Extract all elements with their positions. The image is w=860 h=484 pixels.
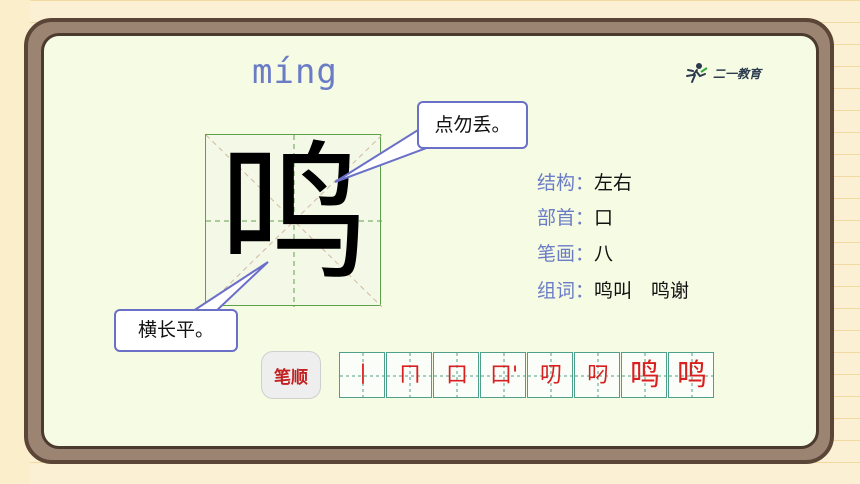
stroke-step-cell: 鸣: [621, 352, 668, 399]
stroke-step-cell: ㄇ: [386, 352, 433, 399]
stroke-step-glyph: 叼: [586, 363, 609, 388]
stroke-cells: 丨ㄇ口口'叨叼鸣鸣: [339, 352, 715, 399]
cell-guides: [669, 353, 715, 399]
stroke-step-glyph: 口: [445, 363, 468, 388]
logo-text: 二一教育: [713, 66, 762, 81]
cell-guides: [387, 353, 433, 399]
stroke-order-bar: 笔顺 丨ㄇ口口'叨叼鸣鸣: [261, 350, 717, 400]
runner-icon: [686, 63, 708, 83]
info-structure: 结构：左右: [537, 168, 632, 195]
structure-label: 结构：: [537, 172, 595, 194]
stroke-step-glyph: 丨: [351, 363, 374, 388]
cell-guides: [575, 353, 621, 399]
callout-bottom: 横长平。: [114, 309, 238, 352]
radical-value: 口: [594, 207, 614, 229]
stroke-order-label: 笔顺: [274, 367, 308, 388]
brand-logo: 二一教育: [683, 61, 793, 85]
stroke-step-cell: 口': [480, 352, 527, 399]
structure-value: 左右: [594, 172, 633, 194]
pinyin-label: míng: [252, 52, 338, 92]
stroke-order-seal: 笔顺: [261, 351, 321, 399]
cell-guides: [481, 353, 527, 399]
words-label: 组词：: [537, 280, 595, 302]
strokes-label: 笔画：: [537, 243, 595, 265]
cell-guides: [434, 353, 480, 399]
main-character: 鸣: [218, 128, 369, 302]
stroke-step-cell: 丨: [339, 352, 386, 399]
stroke-step-cell: 叨: [527, 352, 574, 399]
stroke-step-glyph: 口': [489, 363, 519, 388]
radical-label: 部首：: [537, 207, 595, 229]
stroke-step-cell: 叼: [574, 352, 621, 399]
grid-guides: [206, 135, 382, 307]
callout-top: 点勿丢。: [417, 101, 528, 149]
words-value: 鸣叫 鸣谢: [594, 280, 690, 302]
strokes-value: 八: [594, 243, 614, 265]
info-words: 组词：鸣叫 鸣谢: [537, 276, 689, 303]
stroke-step-cell: 鸣: [668, 352, 715, 399]
stroke-step-glyph: 鸣: [677, 358, 707, 393]
cell-guides: [528, 353, 574, 399]
info-strokes: 笔画：八: [537, 239, 613, 266]
cell-guides: [622, 353, 668, 399]
stroke-step-glyph: 叨: [539, 363, 562, 388]
info-radical: 部首：口: [537, 203, 613, 230]
stroke-step-glyph: ㄇ: [398, 363, 421, 388]
cell-guides: [340, 353, 386, 399]
stroke-step-cell: 口: [433, 352, 480, 399]
character-grid: 鸣: [205, 129, 382, 307]
stroke-step-glyph: 鸣: [630, 358, 660, 393]
